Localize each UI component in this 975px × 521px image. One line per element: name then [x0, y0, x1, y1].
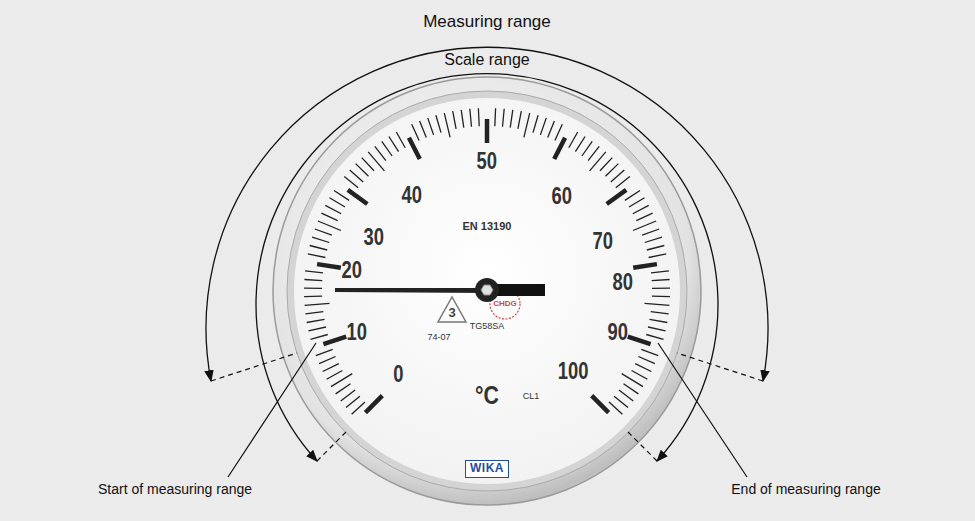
- dial-face: [294, 98, 680, 484]
- scale-number: 60: [552, 184, 572, 209]
- seal-text: CHDG: [493, 300, 517, 309]
- scale-number: 90: [608, 320, 628, 345]
- scale-number: 70: [593, 229, 613, 254]
- brand-name: WIKA: [470, 462, 504, 476]
- scale-number: 10: [347, 320, 367, 345]
- scale-number: 20: [342, 258, 362, 283]
- approval-number: 3: [448, 306, 455, 320]
- range-title: Measuring range: [423, 13, 551, 32]
- model-code: TG58SA: [470, 322, 505, 332]
- unit-label: °C: [475, 382, 499, 410]
- scale-ticks: [304, 108, 670, 414]
- major-ticks: [317, 119, 657, 413]
- range-title: Scale range: [444, 51, 529, 69]
- scale-number: 30: [364, 225, 384, 250]
- brand-logo-box: WIKA: [465, 460, 509, 478]
- callout-label: Start of measuring range: [98, 482, 252, 497]
- approval-code: 74-07: [427, 333, 450, 343]
- standard-mark: EN 13190: [463, 220, 512, 232]
- scale-number: 0: [393, 362, 403, 387]
- scale-number: 100: [558, 359, 589, 384]
- dashed-range-line: [211, 353, 763, 461]
- pointer-needle: [335, 288, 487, 293]
- leader-line: [228, 343, 747, 477]
- accuracy-class: CL1: [523, 392, 540, 402]
- scale-number: 80: [613, 270, 633, 295]
- callout-label: End of measuring range: [731, 482, 880, 497]
- hub-nut: [481, 285, 493, 295]
- scale-number: 50: [477, 149, 497, 174]
- bezel-ring: [287, 91, 687, 491]
- scale-number: 40: [402, 183, 422, 208]
- approval-triangle: [438, 297, 466, 322]
- minor-ticks: [304, 108, 670, 414]
- pointer-hub: [475, 278, 499, 302]
